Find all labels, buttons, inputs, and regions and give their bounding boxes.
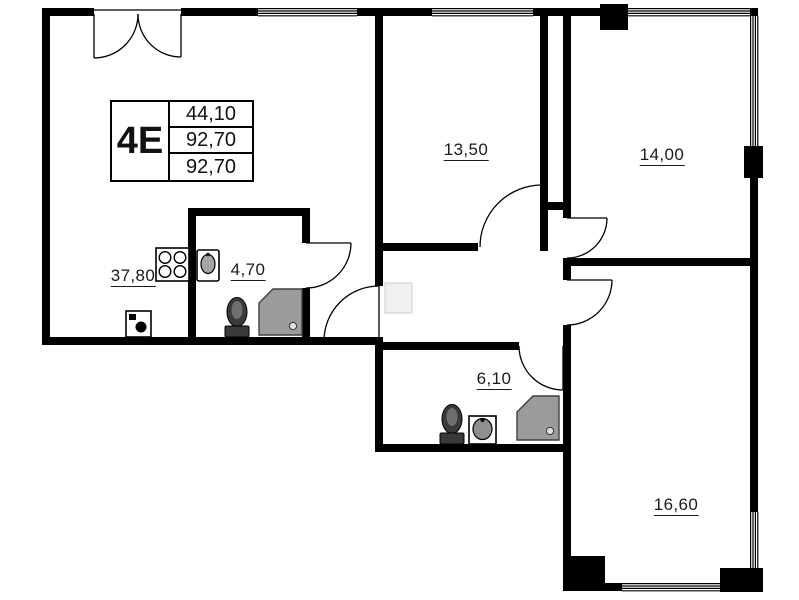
shower-drain bbox=[288, 321, 298, 331]
stove-burner bbox=[158, 250, 172, 264]
room-area-value: 14,00 bbox=[639, 145, 685, 166]
washing-machine-icon bbox=[125, 310, 152, 338]
toilet-icon bbox=[439, 404, 465, 445]
wall-bedroom2-bottom bbox=[563, 258, 757, 266]
shower-drain bbox=[545, 426, 555, 436]
wall-left-exterior bbox=[42, 8, 50, 345]
unit-area-value: 92,70 bbox=[185, 155, 237, 178]
wall-top-segment-d bbox=[533, 8, 603, 16]
room-area-value: 13,50 bbox=[443, 140, 489, 161]
wall-bath1-right-upper bbox=[302, 208, 310, 243]
utility-shaft bbox=[384, 282, 413, 314]
unit-info-table: 4E 44,10 92,70 92,70 bbox=[110, 100, 254, 182]
windows bbox=[258, 8, 759, 592]
bedroom2-door bbox=[566, 217, 608, 259]
wall-corner-bottom-right bbox=[720, 568, 763, 592]
wall-pier-top bbox=[600, 4, 628, 30]
entry-double-door bbox=[93, 9, 182, 59]
stove-burner bbox=[173, 250, 187, 264]
washbasin-faucet bbox=[480, 418, 485, 422]
window-bottom bbox=[622, 582, 720, 592]
washbasin-bowl bbox=[200, 253, 216, 275]
wall-corner-top-right bbox=[750, 8, 758, 16]
wall-living-bottom bbox=[42, 337, 383, 345]
wall-bath1-left bbox=[188, 208, 196, 345]
door-swing-arc bbox=[479, 184, 543, 248]
door-swing-arc bbox=[566, 279, 613, 326]
stove-burner bbox=[158, 265, 172, 279]
window-top-middle bbox=[432, 8, 533, 17]
door-swing-arc bbox=[323, 285, 380, 342]
toilet-icon bbox=[224, 297, 250, 338]
hall-door bbox=[323, 285, 380, 342]
exterior-walls bbox=[42, 4, 763, 592]
kitchen-stove-icon bbox=[155, 247, 190, 282]
wall-room3-left-lower bbox=[563, 444, 571, 562]
bathroom2-door bbox=[518, 345, 564, 391]
unit-area-value: 44,10 bbox=[170, 102, 252, 128]
wall-bath2-top bbox=[378, 342, 519, 350]
unit-area-value: 92,70 bbox=[170, 128, 252, 154]
wall-top-segment-b bbox=[181, 8, 258, 16]
room-area-value: 16,60 bbox=[653, 495, 699, 516]
wall-room3-left bbox=[563, 325, 571, 452]
window-top-right bbox=[628, 8, 750, 17]
washbasin-faucet bbox=[206, 252, 210, 257]
wall-bath1-top bbox=[188, 208, 310, 216]
wall-bath1-right-lower bbox=[302, 288, 310, 345]
toilet-seat bbox=[231, 301, 243, 319]
washing-machine-drum bbox=[135, 321, 147, 333]
wall-bath2-left bbox=[375, 337, 383, 452]
door-swing-arc bbox=[566, 217, 608, 259]
door-swing-arc bbox=[137, 13, 182, 58]
window-top-left bbox=[258, 8, 357, 17]
room-area-value: 4,70 bbox=[230, 260, 266, 281]
unit-area-rows: 44,10 92,70 92,70 bbox=[170, 102, 252, 180]
room-area-label-bathroom1: 4,70 bbox=[230, 260, 266, 281]
shower-cabin-icon bbox=[516, 395, 560, 441]
washbasin-icon bbox=[468, 415, 497, 445]
wall-top-segment-c bbox=[357, 8, 432, 16]
bedroom3-door bbox=[566, 279, 613, 326]
wall-bedroom2-left bbox=[563, 16, 571, 218]
unit-label: 4E bbox=[112, 102, 170, 180]
washbasin-icon bbox=[196, 249, 220, 282]
wall-shaft-cap bbox=[540, 202, 571, 210]
wall-bath2-bottom bbox=[375, 444, 571, 452]
window-right-upper bbox=[749, 16, 759, 146]
room-area-label-living: 37,80 bbox=[110, 266, 156, 287]
wall-living-bedroom1-divider bbox=[375, 16, 383, 251]
room-area-value: 6,10 bbox=[476, 369, 512, 390]
wall-bedroom1-right bbox=[540, 16, 548, 251]
wall-top-segment-a bbox=[42, 8, 94, 16]
bedroom1-door bbox=[479, 184, 543, 248]
stove-burner bbox=[173, 265, 187, 279]
door-swing-arc bbox=[93, 13, 139, 59]
wall-right-exterior bbox=[750, 178, 758, 512]
wall-bottom-segment bbox=[605, 583, 622, 591]
washing-machine-panel bbox=[129, 314, 136, 320]
room-area-label-bedroom2: 14,00 bbox=[639, 145, 685, 166]
bathroom1-door bbox=[305, 242, 352, 289]
wall-hall-door-stub bbox=[375, 251, 383, 286]
room-area-label-bathroom2: 6,10 bbox=[476, 369, 512, 390]
door-swing-arc bbox=[305, 242, 352, 289]
window-right-lower bbox=[749, 512, 759, 568]
wall-pier-right bbox=[744, 146, 763, 178]
toilet-seat bbox=[446, 408, 458, 426]
wall-room3-door-stub bbox=[563, 266, 571, 280]
room-area-value: 37,80 bbox=[110, 266, 156, 287]
door-swing-arc bbox=[518, 345, 564, 391]
shower-cabin-icon bbox=[258, 288, 303, 336]
toilet-tank bbox=[439, 432, 465, 445]
doors bbox=[93, 9, 613, 391]
wall-bedroom1-bottom bbox=[375, 243, 478, 251]
room-area-label-bedroom3: 16,60 bbox=[653, 495, 699, 516]
toilet-tank bbox=[224, 325, 250, 338]
interior-walls bbox=[188, 16, 757, 452]
room-area-label-bedroom1: 13,50 bbox=[443, 140, 489, 161]
